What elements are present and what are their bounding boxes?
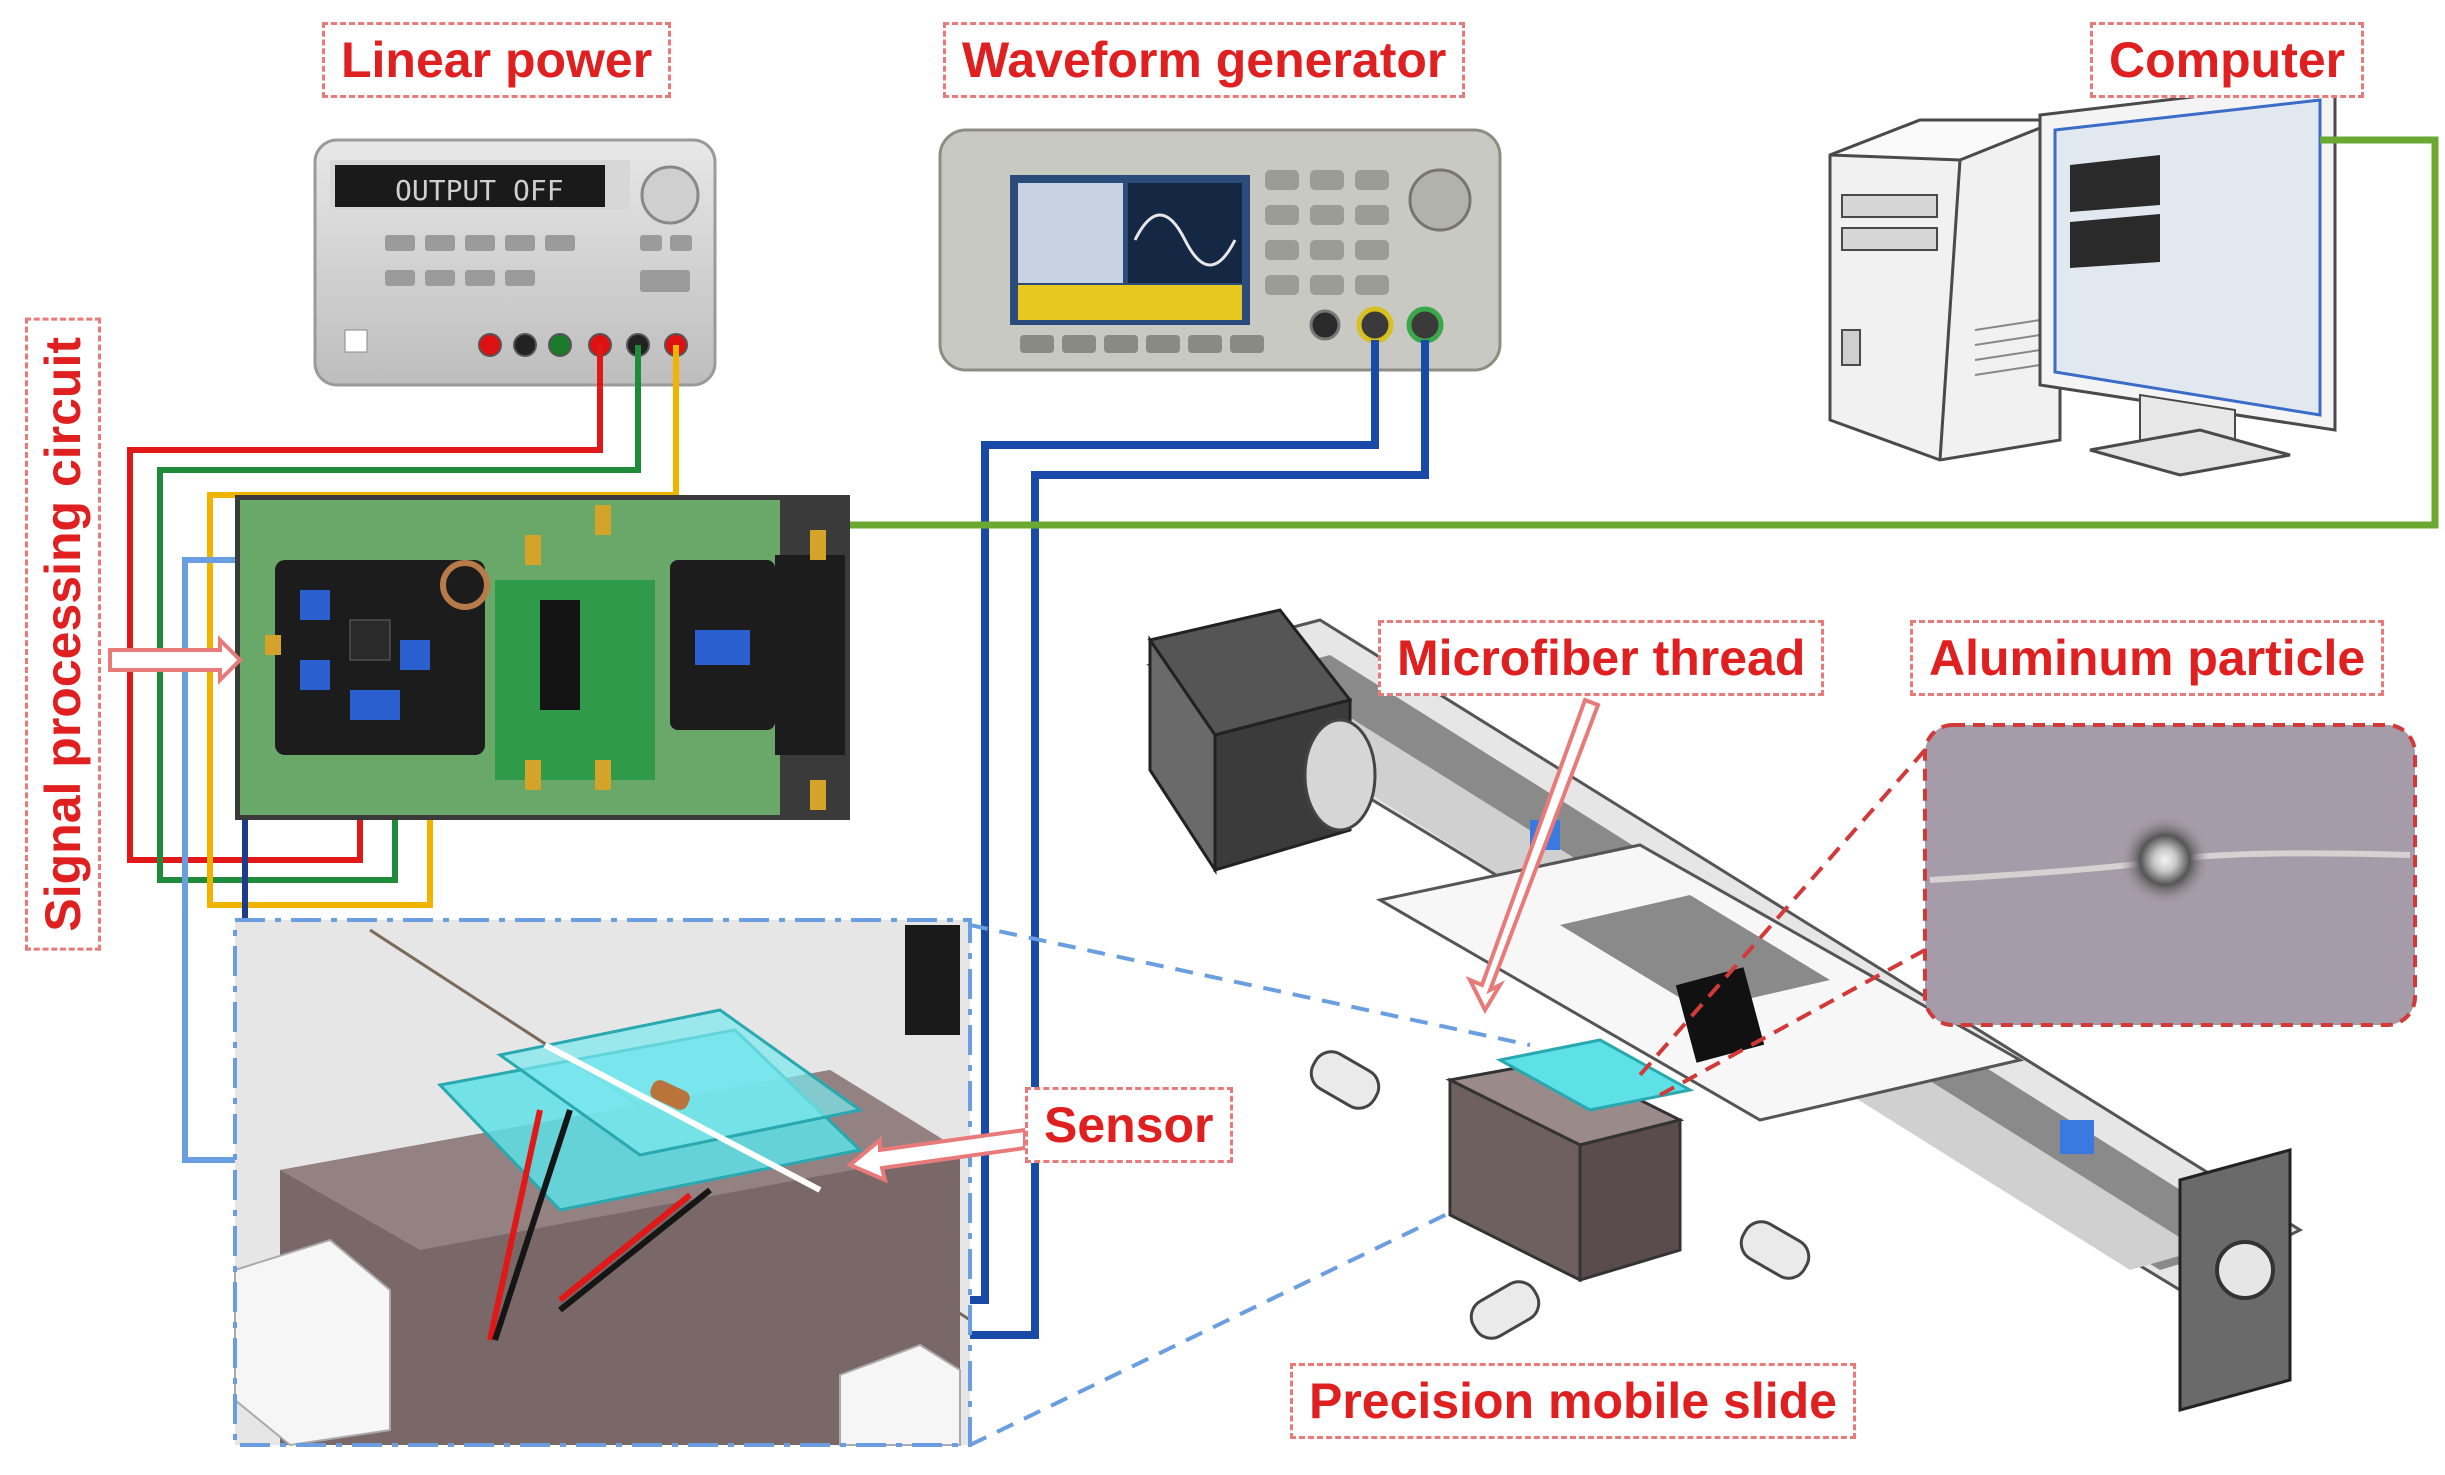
sensor-closeup (233, 918, 972, 1447)
power-knob (640, 165, 700, 225)
aluminum-particle-inset (1923, 723, 2417, 1027)
microfiber-thread-label: Microfiber thread (1378, 620, 1825, 696)
sensor-arrow (846, 1127, 1027, 1184)
computer (1828, 78, 2337, 477)
power-display (335, 165, 605, 207)
computer-label: Computer (2090, 22, 2365, 98)
computer-tower (1828, 118, 2062, 462)
inset-frame (233, 918, 972, 1447)
signal-processing-label: Signal processing circuit (25, 318, 101, 951)
particle-zoom-lines (1638, 748, 1927, 1097)
precision-slide (1146, 608, 2304, 1412)
power-display-text: OUTPUT OFF (395, 174, 564, 207)
aluminum-particle-label: Aluminum particle (1910, 620, 2385, 696)
circuit-board (235, 495, 850, 820)
linear-power-label: Linear power (322, 22, 672, 98)
microfiber-arrow (1465, 697, 1601, 1015)
waveform-generator-label: Waveform generator (943, 22, 1466, 98)
sensor-label: Sensor (1025, 1087, 1233, 1163)
data-link-wire (810, 136, 2439, 529)
generator-knob (1408, 168, 1472, 232)
coupling (1303, 718, 1377, 832)
signal-arrow (108, 635, 243, 685)
wire-yellow (207, 345, 679, 908)
linear-power-supply: OUTPUT OFF (313, 138, 717, 387)
waveform-generator (938, 128, 1502, 372)
wire-green (157, 345, 641, 883)
precision-slide-label: Precision mobile slide (1290, 1363, 1856, 1439)
